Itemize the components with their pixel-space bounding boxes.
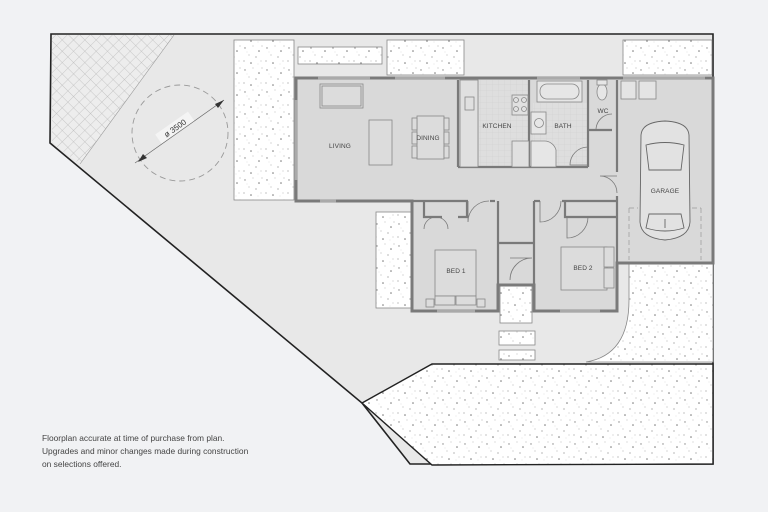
bed-2 (560, 246, 608, 291)
room-label-bed2: BED 2 (573, 265, 593, 272)
disclaimer-line: Floorplan accurate at time of purchase f… (42, 433, 225, 443)
room-label-bath: BATH (554, 123, 571, 130)
garden-entry (499, 280, 533, 324)
garden-bed1-side (375, 211, 413, 309)
room-label-kitchen: KITCHEN (482, 123, 511, 130)
kitchen-bench (459, 79, 479, 168)
cooktop (511, 94, 529, 116)
dining-table (416, 115, 445, 160)
hatched-area (52, 35, 174, 164)
garden-top-1 (297, 46, 383, 65)
room-label-wc: WC (597, 108, 608, 115)
sofa (319, 83, 364, 109)
coffee-table (368, 119, 393, 166)
step-1 (498, 330, 536, 346)
room-label-garage: GARAGE (651, 188, 680, 195)
step-2 (498, 349, 536, 361)
washing-machine (638, 80, 657, 100)
disclaimer-line: Upgrades and minor changes made during c… (42, 445, 249, 456)
room-label-living: LIVING (329, 143, 351, 150)
shower (530, 140, 557, 168)
fridge (511, 140, 530, 168)
room-label-dining: DINING (416, 135, 439, 142)
kitchen-sink (464, 96, 475, 111)
house: LIVING DINING KITCHEN BATH WC GARAGE BED… (294, 76, 715, 313)
laundry-tub (620, 80, 637, 100)
toilet (596, 83, 608, 101)
garden-top-2 (386, 39, 465, 76)
bed-1 (434, 249, 477, 297)
garden-front (360, 363, 714, 466)
vanity (530, 111, 547, 135)
gardens (233, 39, 714, 466)
car-icon (639, 120, 691, 241)
garden-left (233, 39, 295, 201)
garden-top-3 (622, 39, 713, 76)
garden-right-curve (585, 263, 714, 363)
disclaimer: Floorplan accurate at time of purchase f… (42, 432, 302, 470)
disclaimer-line: on selections offered. (42, 458, 122, 469)
room-label-bed1: BED 1 (446, 268, 466, 275)
